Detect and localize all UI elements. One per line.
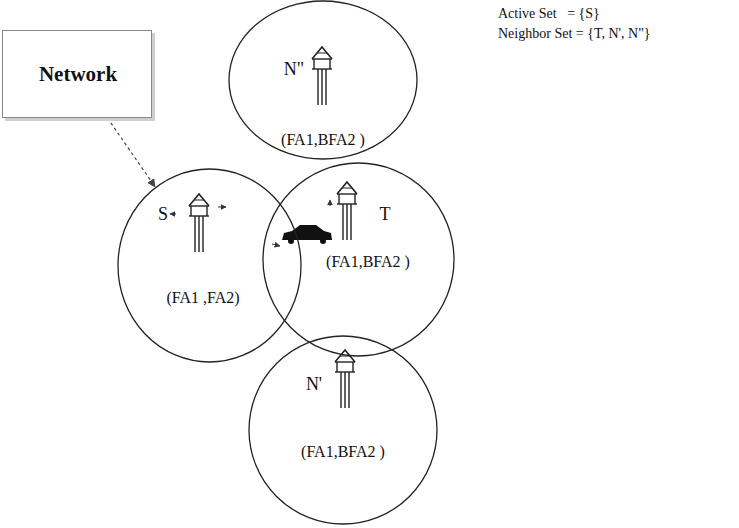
signal-arrow [272, 244, 280, 246]
frequency-label: (FA1,BFA2 ) [301, 443, 385, 461]
cell-name: N' [306, 375, 322, 395]
signal-arrow [218, 207, 226, 208]
cell-name: T [380, 205, 391, 225]
set-label: Neighbor Set = {T, N', N"} [498, 26, 651, 43]
node-label: Network [39, 63, 117, 86]
cell-name: N" [284, 60, 304, 80]
frequency-label: (FA1,BFA2 ) [281, 131, 365, 149]
tower-icon [335, 350, 355, 408]
tower-icon [337, 182, 357, 240]
frequency-label: (FA1 ,FA2) [166, 289, 239, 307]
tower-icon [312, 47, 332, 105]
network-box: Network [2, 30, 152, 118]
signal-arrow [170, 214, 176, 215]
cell-circle: T (FA1,BFA2 ) [262, 162, 455, 357]
cell-circle: N' (FA1,BFA2 ) [248, 335, 438, 525]
cell-outline [248, 335, 438, 525]
link-line [107, 118, 155, 187]
car-icon [282, 225, 332, 244]
set-label: Active Set = {S} [498, 6, 600, 23]
tower-icon [189, 194, 209, 252]
frequency-label: (FA1,BFA2 ) [326, 253, 410, 271]
signal-arrow [330, 200, 331, 206]
cell-circle: N" (FA1,BFA2 ) [228, 0, 418, 160]
cell-circle: S (FA1 ,FA2) [117, 168, 302, 363]
cell-name: S [158, 205, 168, 225]
cell-outline [117, 168, 302, 363]
